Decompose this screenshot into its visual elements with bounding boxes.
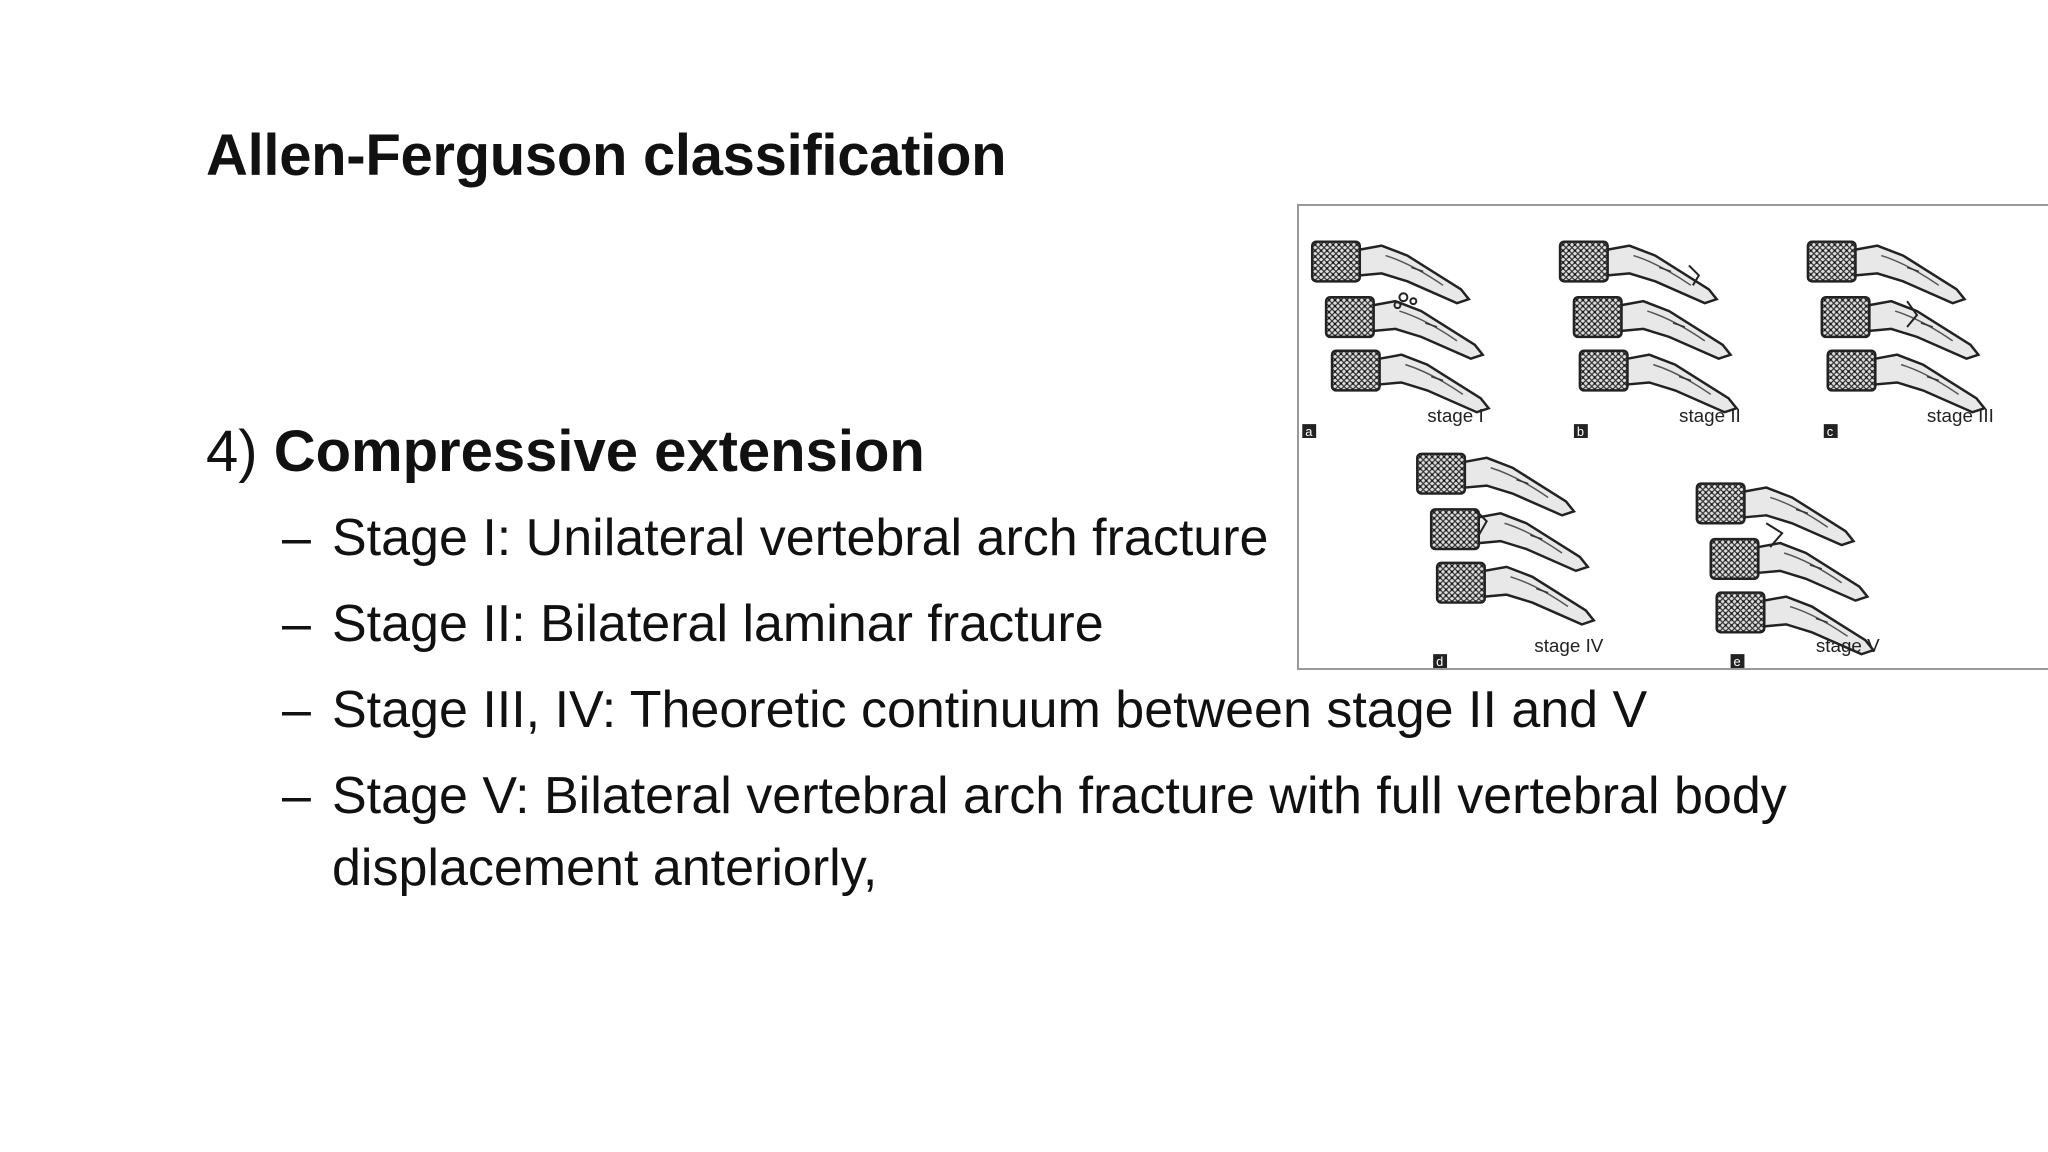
panel-label-c: stage III bbox=[1927, 405, 1994, 426]
bullet-text: Stage III, IV: Theoretic continuum betwe… bbox=[332, 681, 1648, 739]
bullet-item: – Stage III, IV: Theoretic continuum bet… bbox=[282, 674, 1782, 746]
panel-letter-e: e bbox=[1734, 654, 1741, 668]
bullet-item: – Stage I: Unilateral vertebral arch fra… bbox=[282, 502, 1782, 574]
panel-letter-b: b bbox=[1577, 424, 1584, 439]
panel-letter-d: d bbox=[1436, 654, 1443, 668]
bullet-dash: – bbox=[282, 595, 311, 653]
bullet-dash: – bbox=[282, 767, 311, 825]
bullet-item: – Stage V: Bilateral vertebral arch frac… bbox=[282, 760, 1787, 904]
bullet-list: – Stage I: Unilateral vertebral arch fra… bbox=[282, 502, 1787, 918]
bullet-text: Stage II: Bilateral laminar fracture bbox=[332, 595, 1104, 653]
panel-label-a: stage I bbox=[1427, 405, 1484, 426]
section-heading: 4) Compressive extension bbox=[206, 412, 925, 492]
bullet-text: Stage V: Bilateral vertebral arch fractu… bbox=[332, 767, 1787, 897]
panel-label-e: stage V bbox=[1816, 635, 1880, 656]
section-number: 4) bbox=[206, 419, 258, 484]
bullet-item: – Stage II: Bilateral laminar fracture bbox=[282, 588, 1782, 660]
fracture-stages-figure: stage I stage II stage III stage IV stag… bbox=[1297, 204, 2048, 670]
panel-d bbox=[1417, 454, 1593, 668]
panel-b bbox=[1560, 242, 1736, 438]
fracture-stages-illustration: stage I stage II stage III stage IV stag… bbox=[1302, 206, 1994, 668]
panel-letter-c: c bbox=[1827, 424, 1834, 439]
slide-title: Allen-Ferguson classification bbox=[206, 123, 1007, 188]
panel-label-d: stage IV bbox=[1534, 635, 1604, 656]
panel-label-b: stage II bbox=[1679, 405, 1741, 426]
section-heading-bold: Compressive extension bbox=[273, 419, 925, 484]
bullet-dash: – bbox=[282, 681, 311, 739]
panel-a bbox=[1302, 242, 1488, 438]
panel-e bbox=[1697, 484, 1873, 668]
bullet-text: Stage I: Unilateral vertebral arch fract… bbox=[332, 509, 1269, 567]
panel-c bbox=[1808, 242, 1984, 438]
panel-letter-a: a bbox=[1305, 424, 1313, 439]
bullet-dash: – bbox=[282, 509, 311, 567]
